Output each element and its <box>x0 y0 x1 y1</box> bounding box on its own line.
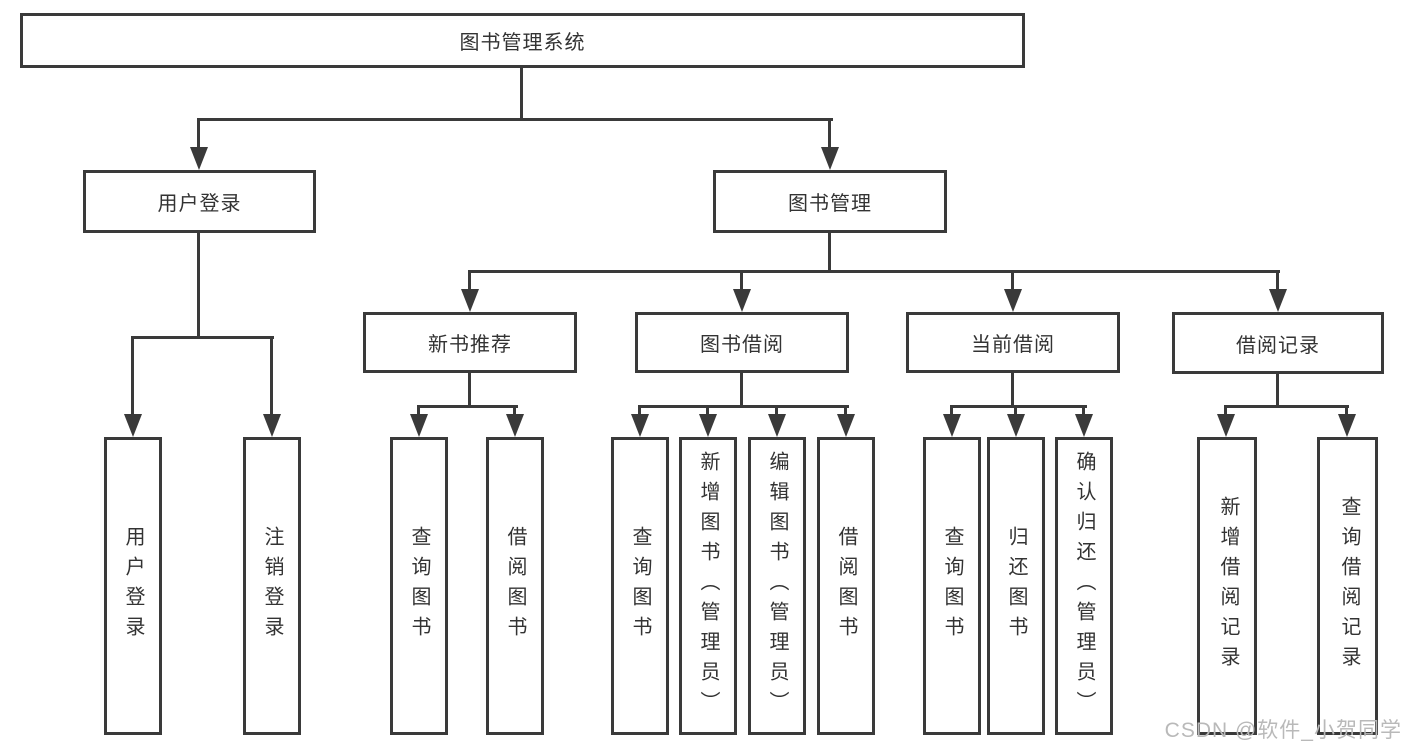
node-book-mgmt: 图书管理 <box>713 170 947 233</box>
node-book-mgmt-label: 图书管理 <box>788 193 872 215</box>
connector-borrowrecords-drop <box>1276 374 1279 408</box>
connector-arrow-query-record <box>1337 405 1356 437</box>
connector-arrow-query-book-3 <box>942 405 961 437</box>
connector-arrow-edit-book <box>767 405 786 437</box>
node-leaf-query-book-1: 查询图书 <box>390 437 448 735</box>
node-new-book-rec: 新书推荐 <box>363 312 577 373</box>
connector-arrow-logout <box>262 336 281 437</box>
node-leaf-user-login: 用户登录 <box>104 437 162 735</box>
connector-arrow-user-login <box>189 118 208 170</box>
node-current-borrow: 当前借阅 <box>906 312 1120 373</box>
node-leaf-query-borrow-record: 查询借阅记录 <box>1317 437 1378 735</box>
connector-root-drop <box>520 68 523 120</box>
node-leaf-logout: 注销登录 <box>243 437 301 735</box>
connector-newbookrec-branch <box>419 405 518 408</box>
node-leaf-query-book-2: 查询图书 <box>611 437 669 735</box>
connector-bookmgmt-branch <box>470 270 1280 273</box>
connector-arrow-login-action <box>123 336 142 437</box>
connector-arrow-query-book-2 <box>630 405 649 437</box>
connector-arrow-borrow-book-1 <box>505 405 524 437</box>
connector-arrow-return-book <box>1006 405 1025 437</box>
connector-arrow-current-borrow <box>1003 270 1022 312</box>
node-book-borrow-label: 图书借阅 <box>700 334 784 356</box>
connector-arrow-query-book-1 <box>409 405 428 437</box>
connector-arrow-new-book-rec <box>460 270 479 312</box>
node-leaf-add-borrow-record: 新增借阅记录 <box>1197 437 1257 735</box>
connector-arrow-borrow-records <box>1268 270 1287 312</box>
node-borrow-records-label: 借阅记录 <box>1236 334 1320 357</box>
connector-userlogin-branch <box>133 336 274 339</box>
connector-root-branch <box>197 118 833 121</box>
node-user-login: 用户登录 <box>83 170 316 233</box>
connector-bookborrow-drop <box>740 373 743 408</box>
connector-arrow-book-mgmt <box>820 118 839 170</box>
node-new-book-rec-label: 新书推荐 <box>428 334 512 356</box>
node-leaf-add-book-admin: 新增图书（管理员） <box>679 437 737 735</box>
node-leaf-confirm-return-admin: 确认归还（管理员） <box>1055 437 1113 735</box>
node-leaf-borrow-book-1: 借阅图书 <box>486 437 544 735</box>
connector-arrow-add-book <box>698 405 717 437</box>
connector-currentborrow-drop <box>1011 373 1014 408</box>
watermark: CSDN @软件_小贺同学 <box>1164 719 1402 742</box>
node-root: 图书管理系统 <box>20 13 1025 68</box>
connector-arrow-borrow-book-2 <box>836 405 855 437</box>
connector-currentborrow-branch <box>952 405 1087 408</box>
node-current-borrow-label: 当前借阅 <box>971 334 1055 356</box>
node-leaf-query-book-3: 查询图书 <box>923 437 981 735</box>
node-book-borrow: 图书借阅 <box>635 312 849 373</box>
connector-newbookrec-drop <box>468 373 471 408</box>
node-user-login-label: 用户登录 <box>157 193 242 215</box>
node-root-label: 图书管理系统 <box>459 32 586 54</box>
node-borrow-records: 借阅记录 <box>1172 312 1384 374</box>
connector-arrow-confirm-return <box>1074 405 1093 437</box>
connector-arrow-add-record <box>1216 405 1235 437</box>
node-leaf-return-book: 归还图书 <box>987 437 1045 735</box>
connector-userlogin-drop <box>197 233 200 338</box>
connector-arrow-book-borrow <box>732 270 751 312</box>
node-leaf-borrow-book-2: 借阅图书 <box>817 437 875 735</box>
connector-bookborrow-branch <box>640 405 849 408</box>
connector-bookmgmt-drop <box>828 233 831 273</box>
node-leaf-edit-book-admin: 编辑图书（管理员） <box>748 437 806 735</box>
connector-borrowrecords-branch <box>1226 405 1349 408</box>
